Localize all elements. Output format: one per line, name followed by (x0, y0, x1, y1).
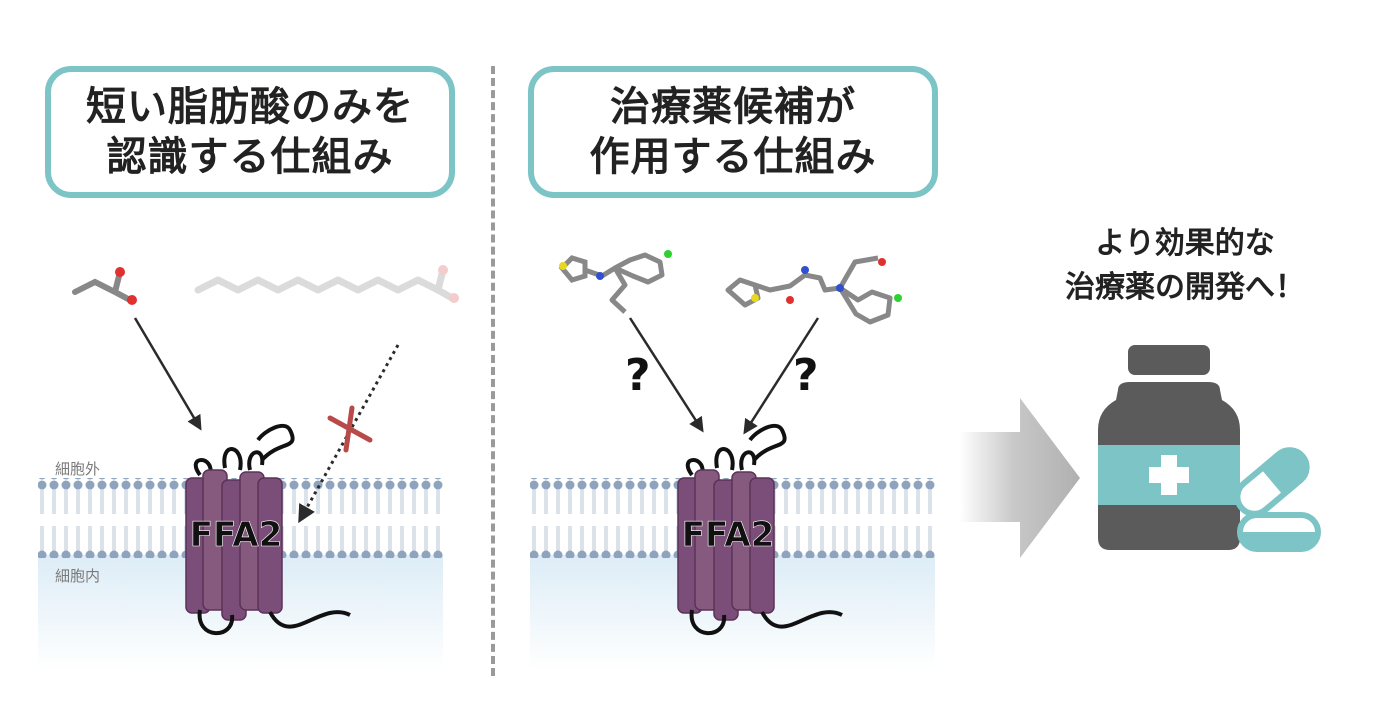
middle-ffa2-receptor-icon (677, 423, 843, 636)
question-mark-2: ? (793, 350, 819, 401)
extracellular-label: 細胞外 (55, 460, 101, 478)
big-arrow-icon (960, 398, 1080, 558)
left-title-line-1: 短い脂肪酸のみを (86, 84, 414, 130)
short-fatty-acid-molecule-icon (72, 267, 137, 305)
long-fatty-acid-molecule-icon (194, 265, 459, 303)
tablet-icon (1237, 512, 1321, 552)
left-ffa2-receptor-icon (185, 423, 351, 636)
caption-line-2: 治療薬の開発へ！ (1065, 270, 1305, 305)
drug-candidate-1-molecule-icon (558, 250, 672, 314)
drug-candidate-2-molecule-icon (725, 255, 902, 325)
left-title-box: 短い脂肪酸のみを 認識する仕組み (45, 66, 455, 198)
middle-title-line-1: 治療薬候補が (610, 84, 856, 130)
conclusion-caption: より効果的な 治療薬の開発へ！ (1020, 222, 1350, 310)
cross-mark-icon (327, 405, 373, 453)
left-title-line-2: 認識する仕組み (106, 134, 394, 180)
drug-2-arrow (743, 317, 820, 435)
capsule-icon (1234, 447, 1310, 517)
middle-title-box: 治療薬候補が 作用する仕組み (528, 66, 938, 198)
drug-1-arrow (628, 317, 704, 433)
question-mark-1: ? (625, 350, 651, 401)
medicine-bottle-icon (1098, 345, 1240, 550)
left-receptor-label: FFA2 (190, 515, 283, 555)
middle-title-line-2: 作用する仕組み (589, 134, 877, 180)
middle-receptor-label: FFA2 (682, 515, 775, 555)
panel-divider (491, 66, 495, 676)
left-cell-scene (38, 478, 443, 670)
binding-arrow (133, 317, 202, 431)
intracellular-label: 細胞内 (55, 567, 101, 585)
caption-line-1: より効果的な (1095, 226, 1275, 261)
